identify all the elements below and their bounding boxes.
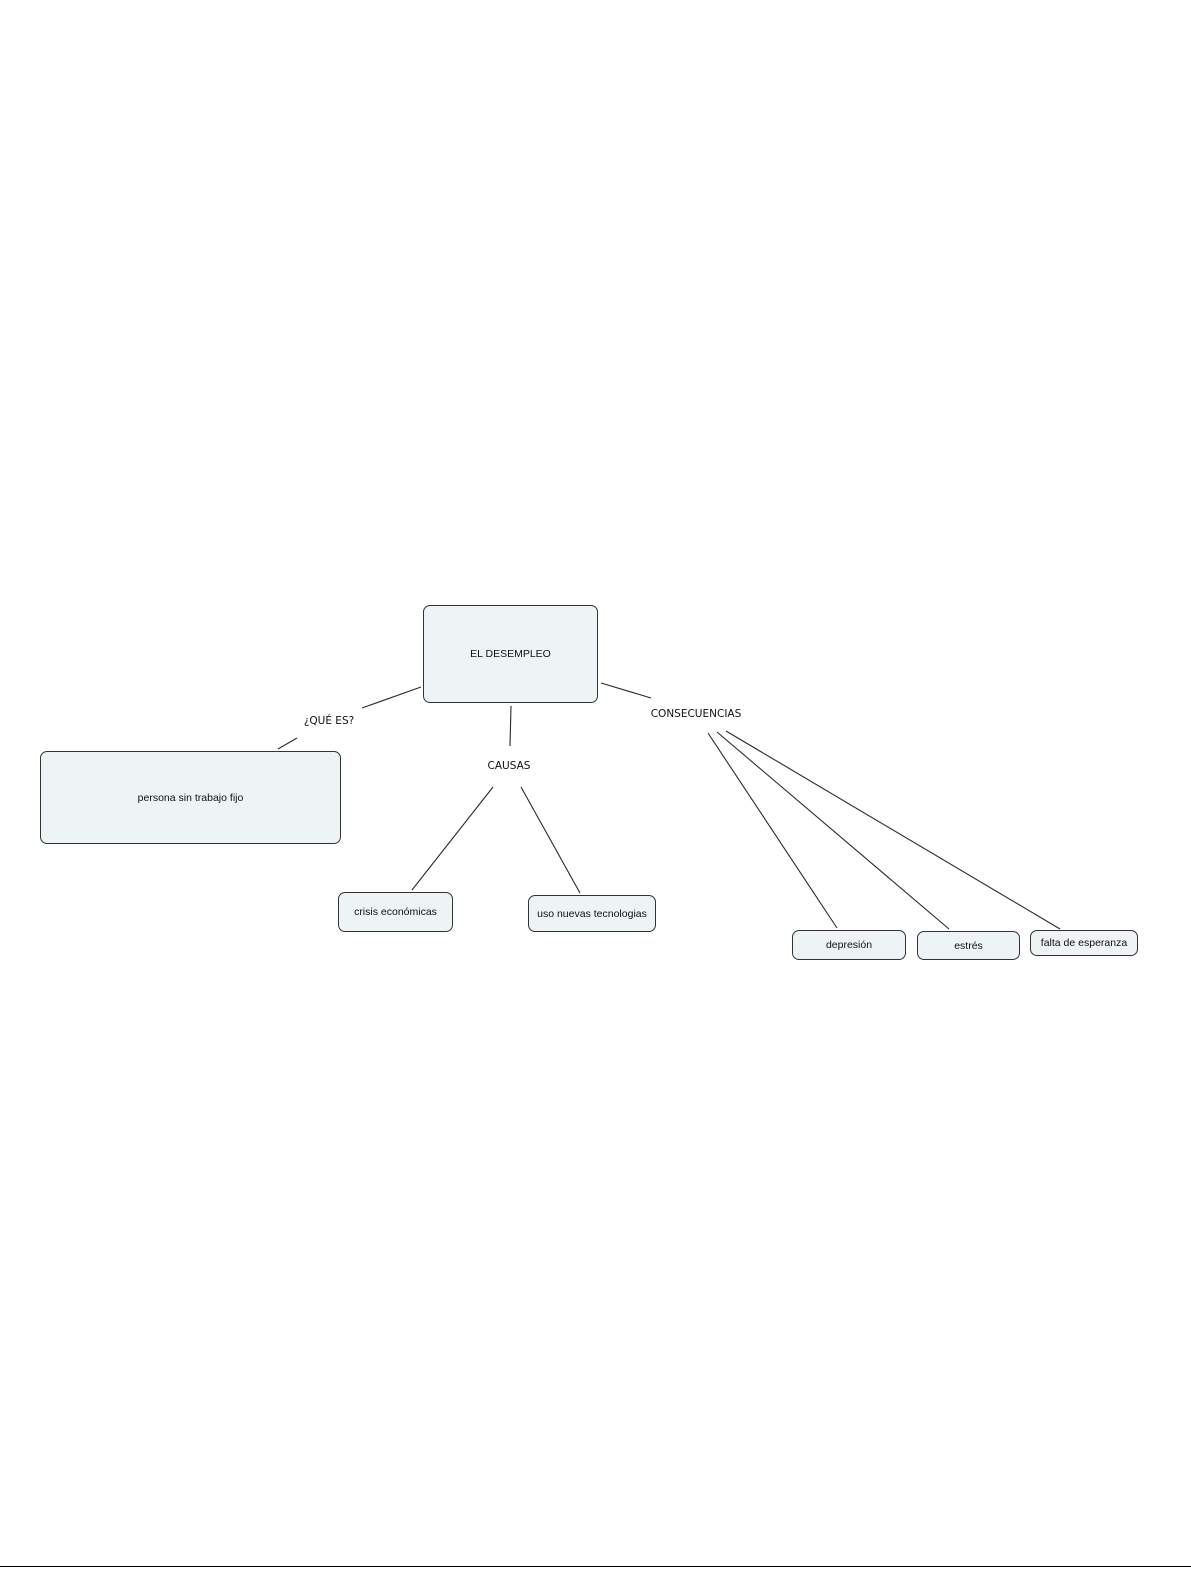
connector-consecuencias-depresion: [708, 733, 837, 928]
consequence-node-estres-label: estrés: [954, 940, 983, 952]
connector-root-que-es: [362, 687, 421, 708]
definition-node[interactable]: persona sin trabajo fijo: [40, 751, 341, 844]
page-bottom-rule: [0, 1566, 1191, 1567]
root-node-label: EL DESEMPLEO: [470, 648, 551, 660]
connector-consecuencias-estres: [717, 732, 949, 929]
connector-causas-crisis: [412, 787, 493, 890]
link-label-consecuencias: CONSECUENCIAS: [651, 708, 742, 720]
connector-root-consecuencias: [601, 683, 651, 698]
link-label-que-es: ¿QUÉ ES?: [304, 715, 354, 727]
connector-que-es-definicion: [278, 738, 297, 749]
consequence-node-esperanza-label: falta de esperanza: [1041, 937, 1127, 949]
connector-consecuencias-esperanza: [726, 731, 1060, 929]
cause-node-crisis[interactable]: crisis económicas: [338, 892, 453, 932]
cause-node-crisis-label: crisis económicas: [354, 906, 437, 918]
consequence-node-depresion-label: depresión: [826, 939, 872, 951]
definition-node-label: persona sin trabajo fijo: [138, 792, 244, 804]
root-node[interactable]: EL DESEMPLEO: [423, 605, 598, 703]
consequence-node-estres[interactable]: estrés: [917, 931, 1020, 960]
cause-node-tecnologias[interactable]: uso nuevas tecnologias: [528, 895, 656, 932]
consequence-node-esperanza[interactable]: falta de esperanza: [1030, 930, 1138, 956]
consequence-node-depresion[interactable]: depresión: [792, 930, 906, 960]
connector-root-causas: [510, 706, 511, 746]
cause-node-tecnologias-label: uso nuevas tecnologias: [537, 908, 647, 920]
link-label-causas: CAUSAS: [488, 760, 531, 772]
connector-causas-tecnologias: [521, 787, 580, 893]
